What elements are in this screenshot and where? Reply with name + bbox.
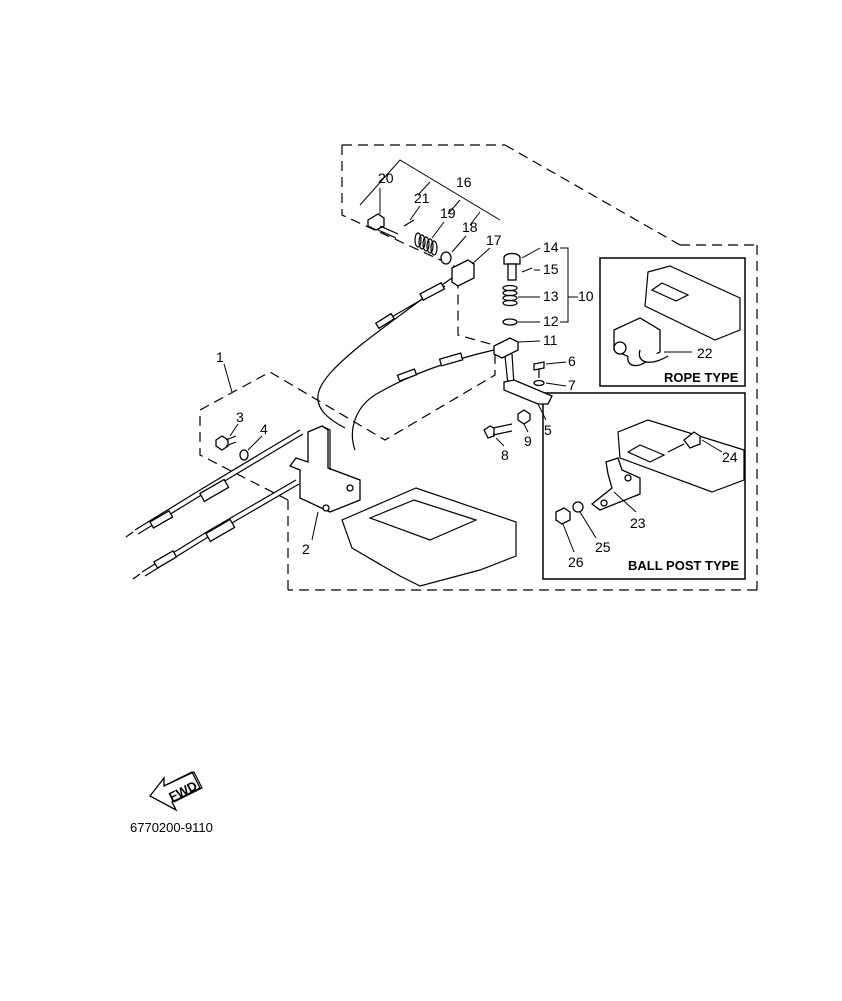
- parts-group-16: 20 16 21 19 18 17: [359, 159, 502, 287]
- callout-18: 18: [462, 219, 478, 235]
- ball-post-type-label: BALL POST TYPE: [628, 558, 739, 573]
- callout-16: 16: [456, 174, 472, 190]
- callout-4: 4: [260, 421, 268, 437]
- callout-25: 25: [595, 539, 611, 555]
- link-plate-group: 5 6 7 8 9: [483, 353, 576, 463]
- parts-group-10: 14 15 13 10 12 11: [493, 239, 594, 359]
- callout-24: 24: [722, 449, 738, 465]
- diagram-code: 6770200-9110: [130, 820, 213, 835]
- callout-7: 7: [568, 377, 576, 393]
- dashed-group-outlines: [199, 144, 758, 591]
- control-cables: [125, 277, 495, 580]
- bracket-and-engine-outline: 2: [288, 425, 517, 587]
- callout-13: 13: [543, 288, 559, 304]
- callout-9: 9: [524, 433, 532, 449]
- callout-15: 15: [543, 261, 559, 277]
- callout-1: 1: [216, 349, 224, 365]
- rope-type-label: ROPE TYPE: [664, 370, 739, 385]
- parts-group-1: 1 3 4: [215, 349, 268, 461]
- callout-3: 3: [236, 409, 244, 425]
- callout-26: 26: [568, 554, 584, 570]
- callout-21: 21: [414, 190, 430, 206]
- callout-22: 22: [697, 345, 713, 361]
- rope-type-inset: 22 ROPE TYPE: [599, 257, 746, 387]
- callout-12: 12: [543, 313, 559, 329]
- callout-11: 11: [543, 332, 558, 348]
- callout-23: 23: [630, 515, 646, 531]
- ball-post-type-inset: 24 23 25 26 BALL POST TYPE: [542, 392, 746, 580]
- callout-6: 6: [568, 353, 576, 369]
- callout-5: 5: [544, 422, 552, 438]
- fwd-arrow-icon: FWD: [149, 771, 203, 812]
- callout-10: 10: [578, 288, 594, 304]
- callout-14: 14: [543, 239, 559, 255]
- callout-19: 19: [440, 205, 456, 221]
- callout-17: 17: [486, 232, 502, 248]
- callout-8: 8: [501, 447, 509, 463]
- callout-2: 2: [302, 541, 310, 557]
- callout-20: 20: [378, 170, 394, 186]
